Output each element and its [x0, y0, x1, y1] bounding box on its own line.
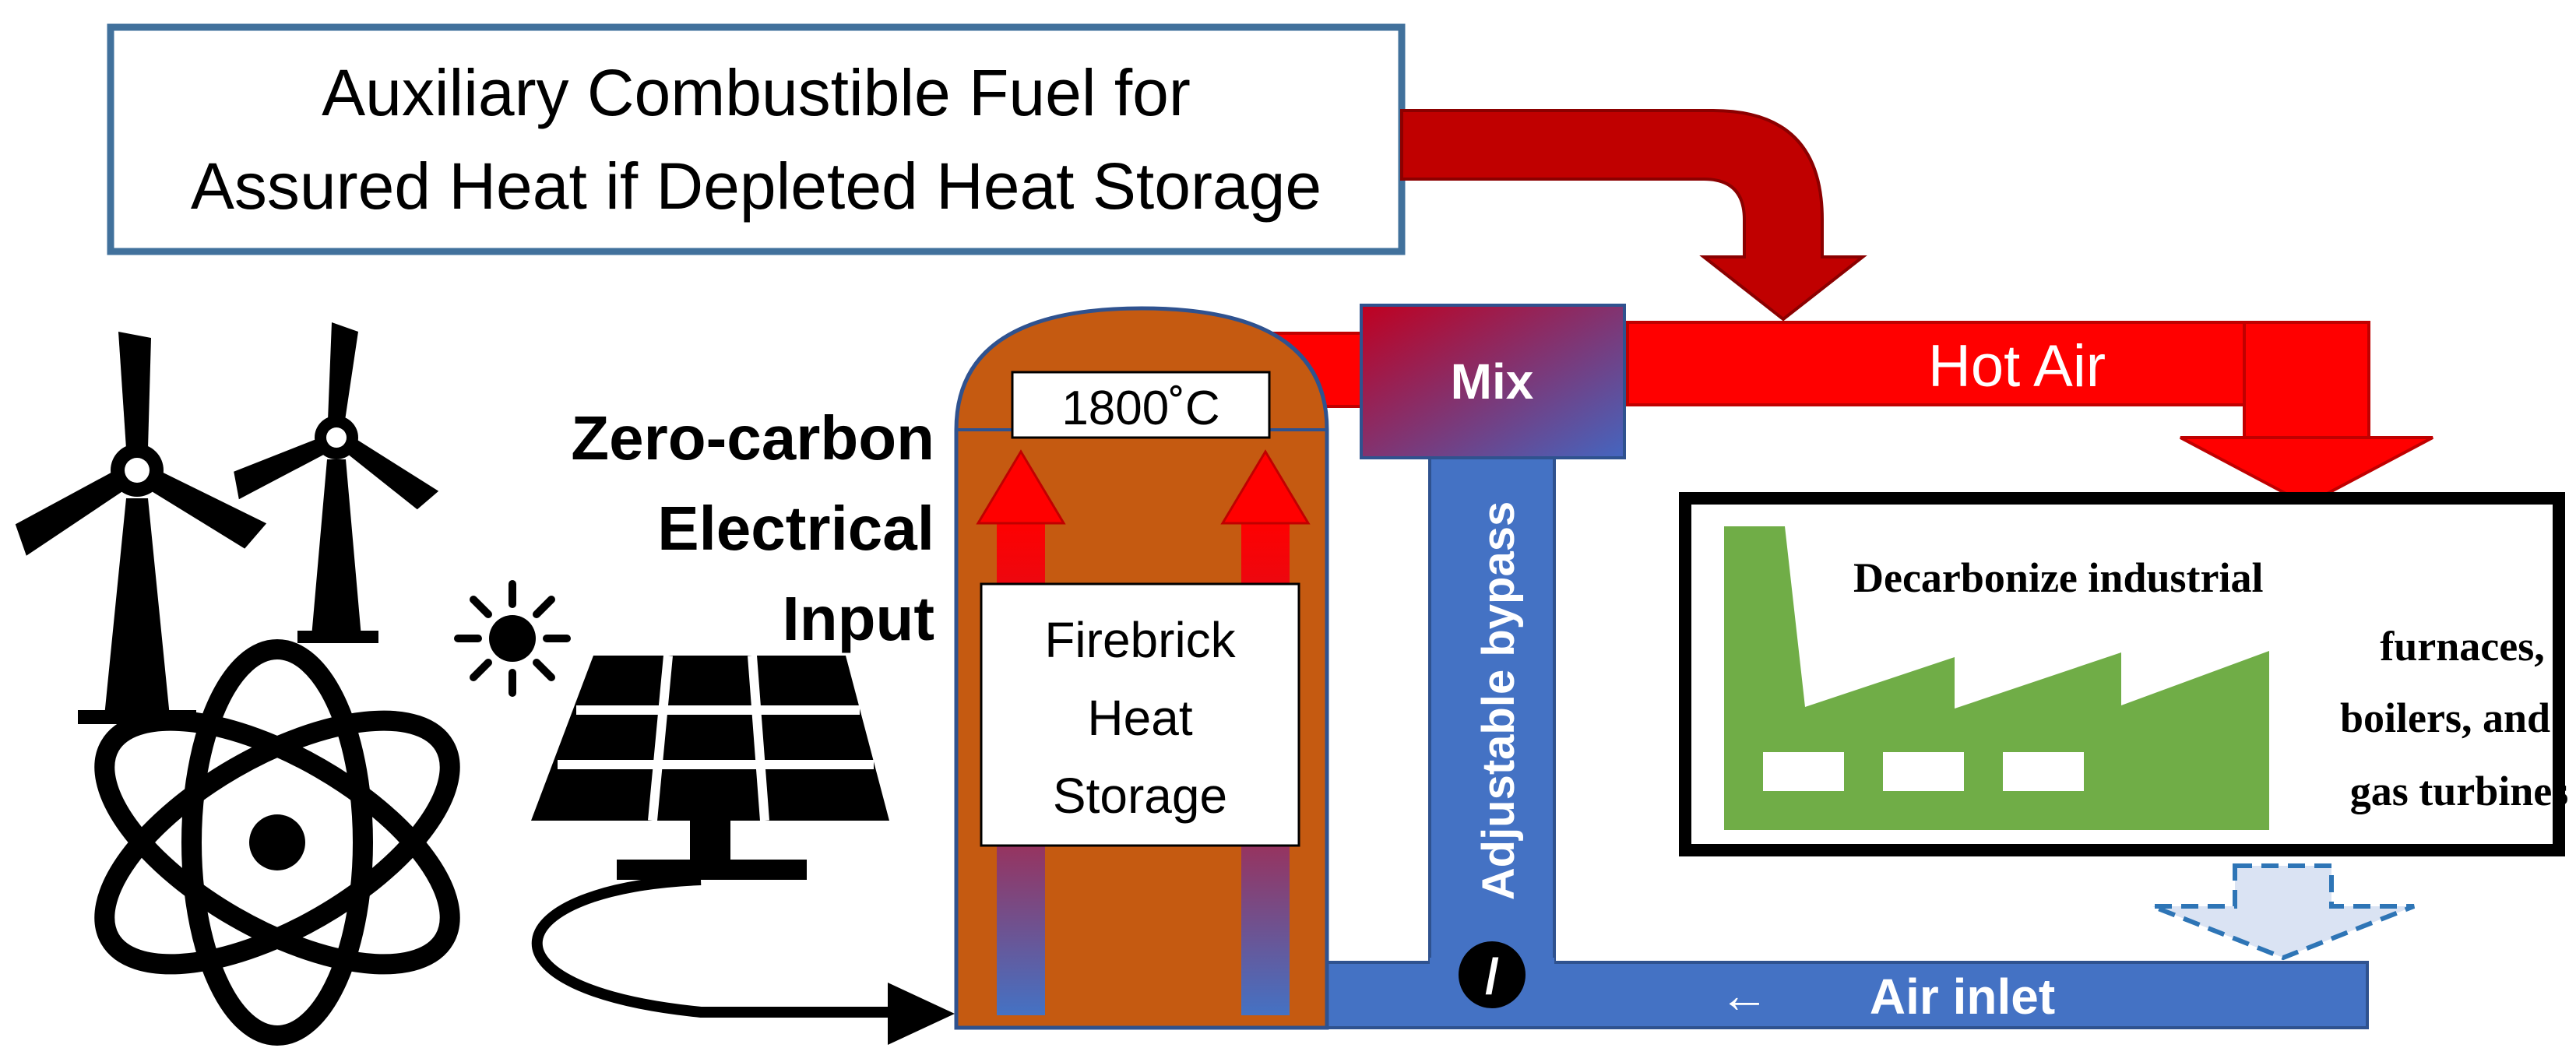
application-line1: Decarbonize industrial — [1853, 554, 2263, 601]
fuel-box-line1: Auxiliary Combustible Fuel for — [322, 56, 1191, 129]
air-inlet-label: Air inlet — [1870, 969, 2055, 1025]
exhaust-arrow — [2151, 863, 2416, 961]
temperature-box — [1011, 371, 1271, 439]
factory-icon — [1724, 526, 2269, 830]
valve-label: / — [1485, 948, 1499, 1004]
mix-label: Mix — [1451, 353, 1534, 410]
application-line4: gas turbines — [2350, 768, 2569, 814]
air-inlet-arrow-glyph: ← — [1719, 967, 1769, 1023]
solar-panel-icon — [531, 655, 889, 880]
electrical-input-line2: Electrical — [657, 494, 934, 563]
application-line3: boilers, and — [2340, 695, 2550, 741]
storage-label-line3: Storage — [1053, 768, 1227, 824]
mix-box: Mix — [1360, 304, 1626, 459]
atom-icon — [94, 639, 460, 1046]
application-line2: furnaces, — [2380, 623, 2544, 670]
bypass-label: Adjustable bypass — [1473, 501, 1524, 900]
storage-label-line1: Firebrick — [1044, 612, 1236, 668]
hot-air-label: Hot Air — [1928, 333, 2106, 399]
hot-air-duct: Hot Air — [1258, 321, 2433, 507]
firebrick-vessel: 1800˚C Firebrick Heat Storage — [954, 306, 1329, 1030]
wind-turbine-icon — [15, 332, 267, 724]
wind-turbine-small-icon — [234, 322, 439, 643]
electrical-input-label: Zero-carbon Electrical Input — [571, 403, 934, 653]
electrical-input-line1: Zero-carbon — [571, 403, 934, 473]
fuel-box: Auxiliary Combustible Fuel for Assured H… — [107, 23, 1406, 255]
storage-label-line2: Heat — [1087, 690, 1192, 746]
electrical-input-line3: Input — [783, 584, 934, 653]
fuel-box-line2: Assured Heat if Depleted Heat Storage — [191, 149, 1321, 223]
valve-icon[interactable]: / — [1454, 937, 1530, 1013]
storage-label-box — [980, 582, 1300, 847]
temperature-label: 1800˚C — [1061, 382, 1219, 435]
fuel-arrow — [1400, 109, 1867, 322]
electrical-feed-arrow — [531, 874, 955, 1045]
application-box: Decarbonize industrial furnaces, boilers… — [1679, 492, 2569, 856]
sun-icon — [454, 580, 571, 697]
